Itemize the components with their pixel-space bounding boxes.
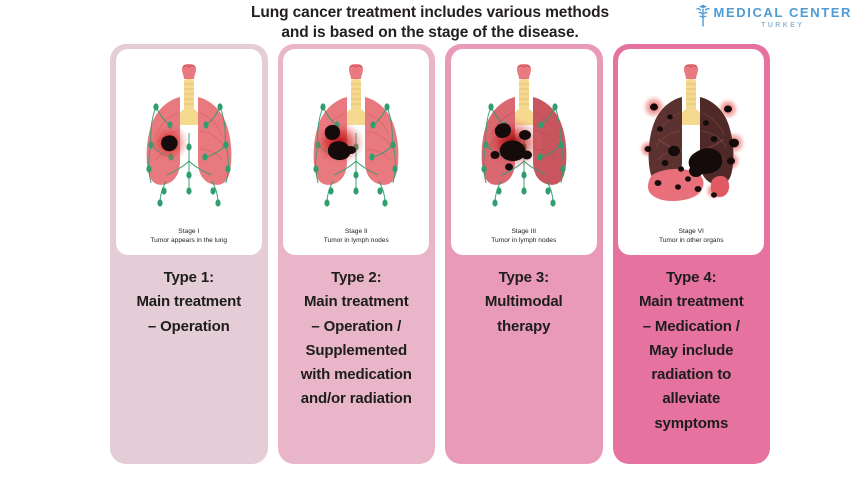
- stage-name: Stage I: [178, 228, 200, 236]
- lungs-stage-3-illustration: [451, 51, 597, 219]
- type-line: Type 3:: [498, 269, 550, 286]
- type-line: Multimodal: [484, 293, 563, 311]
- stage-caption: Stage I Tumor appears in the lung: [116, 228, 262, 246]
- lungs-stage-2-illustration: [283, 51, 429, 219]
- type-line: – Operation: [147, 317, 230, 335]
- treatment-type-text: Type 4: Main treatment – Medication / Ma…: [618, 255, 764, 436]
- illustration-panel: Stage VI Tumor in other organs: [618, 49, 765, 255]
- headline-line-2: and is based on the stage of the disease…: [281, 23, 579, 41]
- type-line: symptoms: [654, 414, 729, 432]
- stage-description: Tumor appears in the lung: [150, 237, 228, 245]
- type-line: Main treatment: [303, 293, 409, 311]
- treatment-card-stage-2[interactable]: Stage II Tumor in lymph nodes Type 2: Ma…: [277, 44, 435, 464]
- stage-caption: Stage III Tumor in lymph nodes: [451, 228, 597, 246]
- illustration-panel: Stage III Tumor in lymph nodes: [450, 49, 597, 255]
- stage-description: Tumor in lymph nodes: [323, 237, 389, 245]
- brand-logo: MEDICAL CENTER TURKEY: [694, 4, 852, 30]
- type-line: therapy: [497, 317, 551, 335]
- logo-main-text: MEDICAL CENTER: [713, 5, 852, 20]
- logo-wordmark: MEDICAL CENTER TURKEY: [714, 4, 852, 29]
- treatment-card-stage-3[interactable]: Stage III Tumor in lymph nodes Type 3: M…: [445, 44, 603, 464]
- stage-description: Tumor in other organs: [658, 237, 724, 245]
- stage-name: Stage III: [511, 228, 537, 236]
- header: Lung cancer treatment includes various m…: [0, 0, 860, 43]
- type-line: Type 2:: [331, 269, 382, 286]
- type-line: Main treatment: [638, 293, 744, 311]
- stage-description: Tumor in lymph nodes: [491, 237, 557, 245]
- type-line: Type 4:: [666, 269, 717, 286]
- illustration-panel: Stage I Tumor appears in the lung: [115, 49, 262, 255]
- type-line: and/or radiation: [300, 390, 412, 408]
- type-line: May include: [649, 341, 734, 359]
- illustration-panel: Stage II Tumor in lymph nodes: [283, 49, 430, 255]
- stage-name: Stage VI: [678, 228, 704, 236]
- stage-caption: Stage II Tumor in lymph nodes: [283, 228, 429, 246]
- type-line: Supplemented: [305, 341, 408, 359]
- treatment-card-list: Stage I Tumor appears in the lung Type 1…: [110, 44, 770, 464]
- lungs-stage-1-illustration: [116, 51, 262, 219]
- treatment-type-text: Type 2: Main treatment – Operation / Sup…: [283, 255, 429, 412]
- treatment-type-text: Type 3: Multimodal therapy: [451, 255, 597, 339]
- treatment-type-text: Type 1: Main treatment – Operation: [116, 255, 262, 339]
- treatment-card-stage-1[interactable]: Stage I Tumor appears in the lung Type 1…: [110, 44, 268, 464]
- type-line: – Operation /: [311, 317, 402, 335]
- type-line: Main treatment: [136, 293, 242, 311]
- logo-sub-text: TURKEY: [761, 22, 805, 29]
- type-line: with medication: [300, 366, 412, 384]
- stage-caption: Stage VI Tumor in other organs: [618, 228, 764, 246]
- treatment-card-stage-4[interactable]: Stage VI Tumor in other organs Type 4: M…: [612, 44, 770, 464]
- stage-name: Stage II: [344, 228, 368, 236]
- type-line: alleviate: [662, 390, 721, 408]
- type-line: radiation to: [651, 366, 732, 384]
- caduceus-icon: [694, 4, 712, 28]
- type-line: – Medication /: [642, 317, 740, 335]
- lungs-stage-4-illustration: [618, 51, 764, 219]
- page-title: Lung cancer treatment includes various m…: [150, 3, 710, 43]
- type-line: Type 1:: [163, 269, 215, 286]
- headline-line-1: Lung cancer treatment includes various m…: [250, 4, 610, 21]
